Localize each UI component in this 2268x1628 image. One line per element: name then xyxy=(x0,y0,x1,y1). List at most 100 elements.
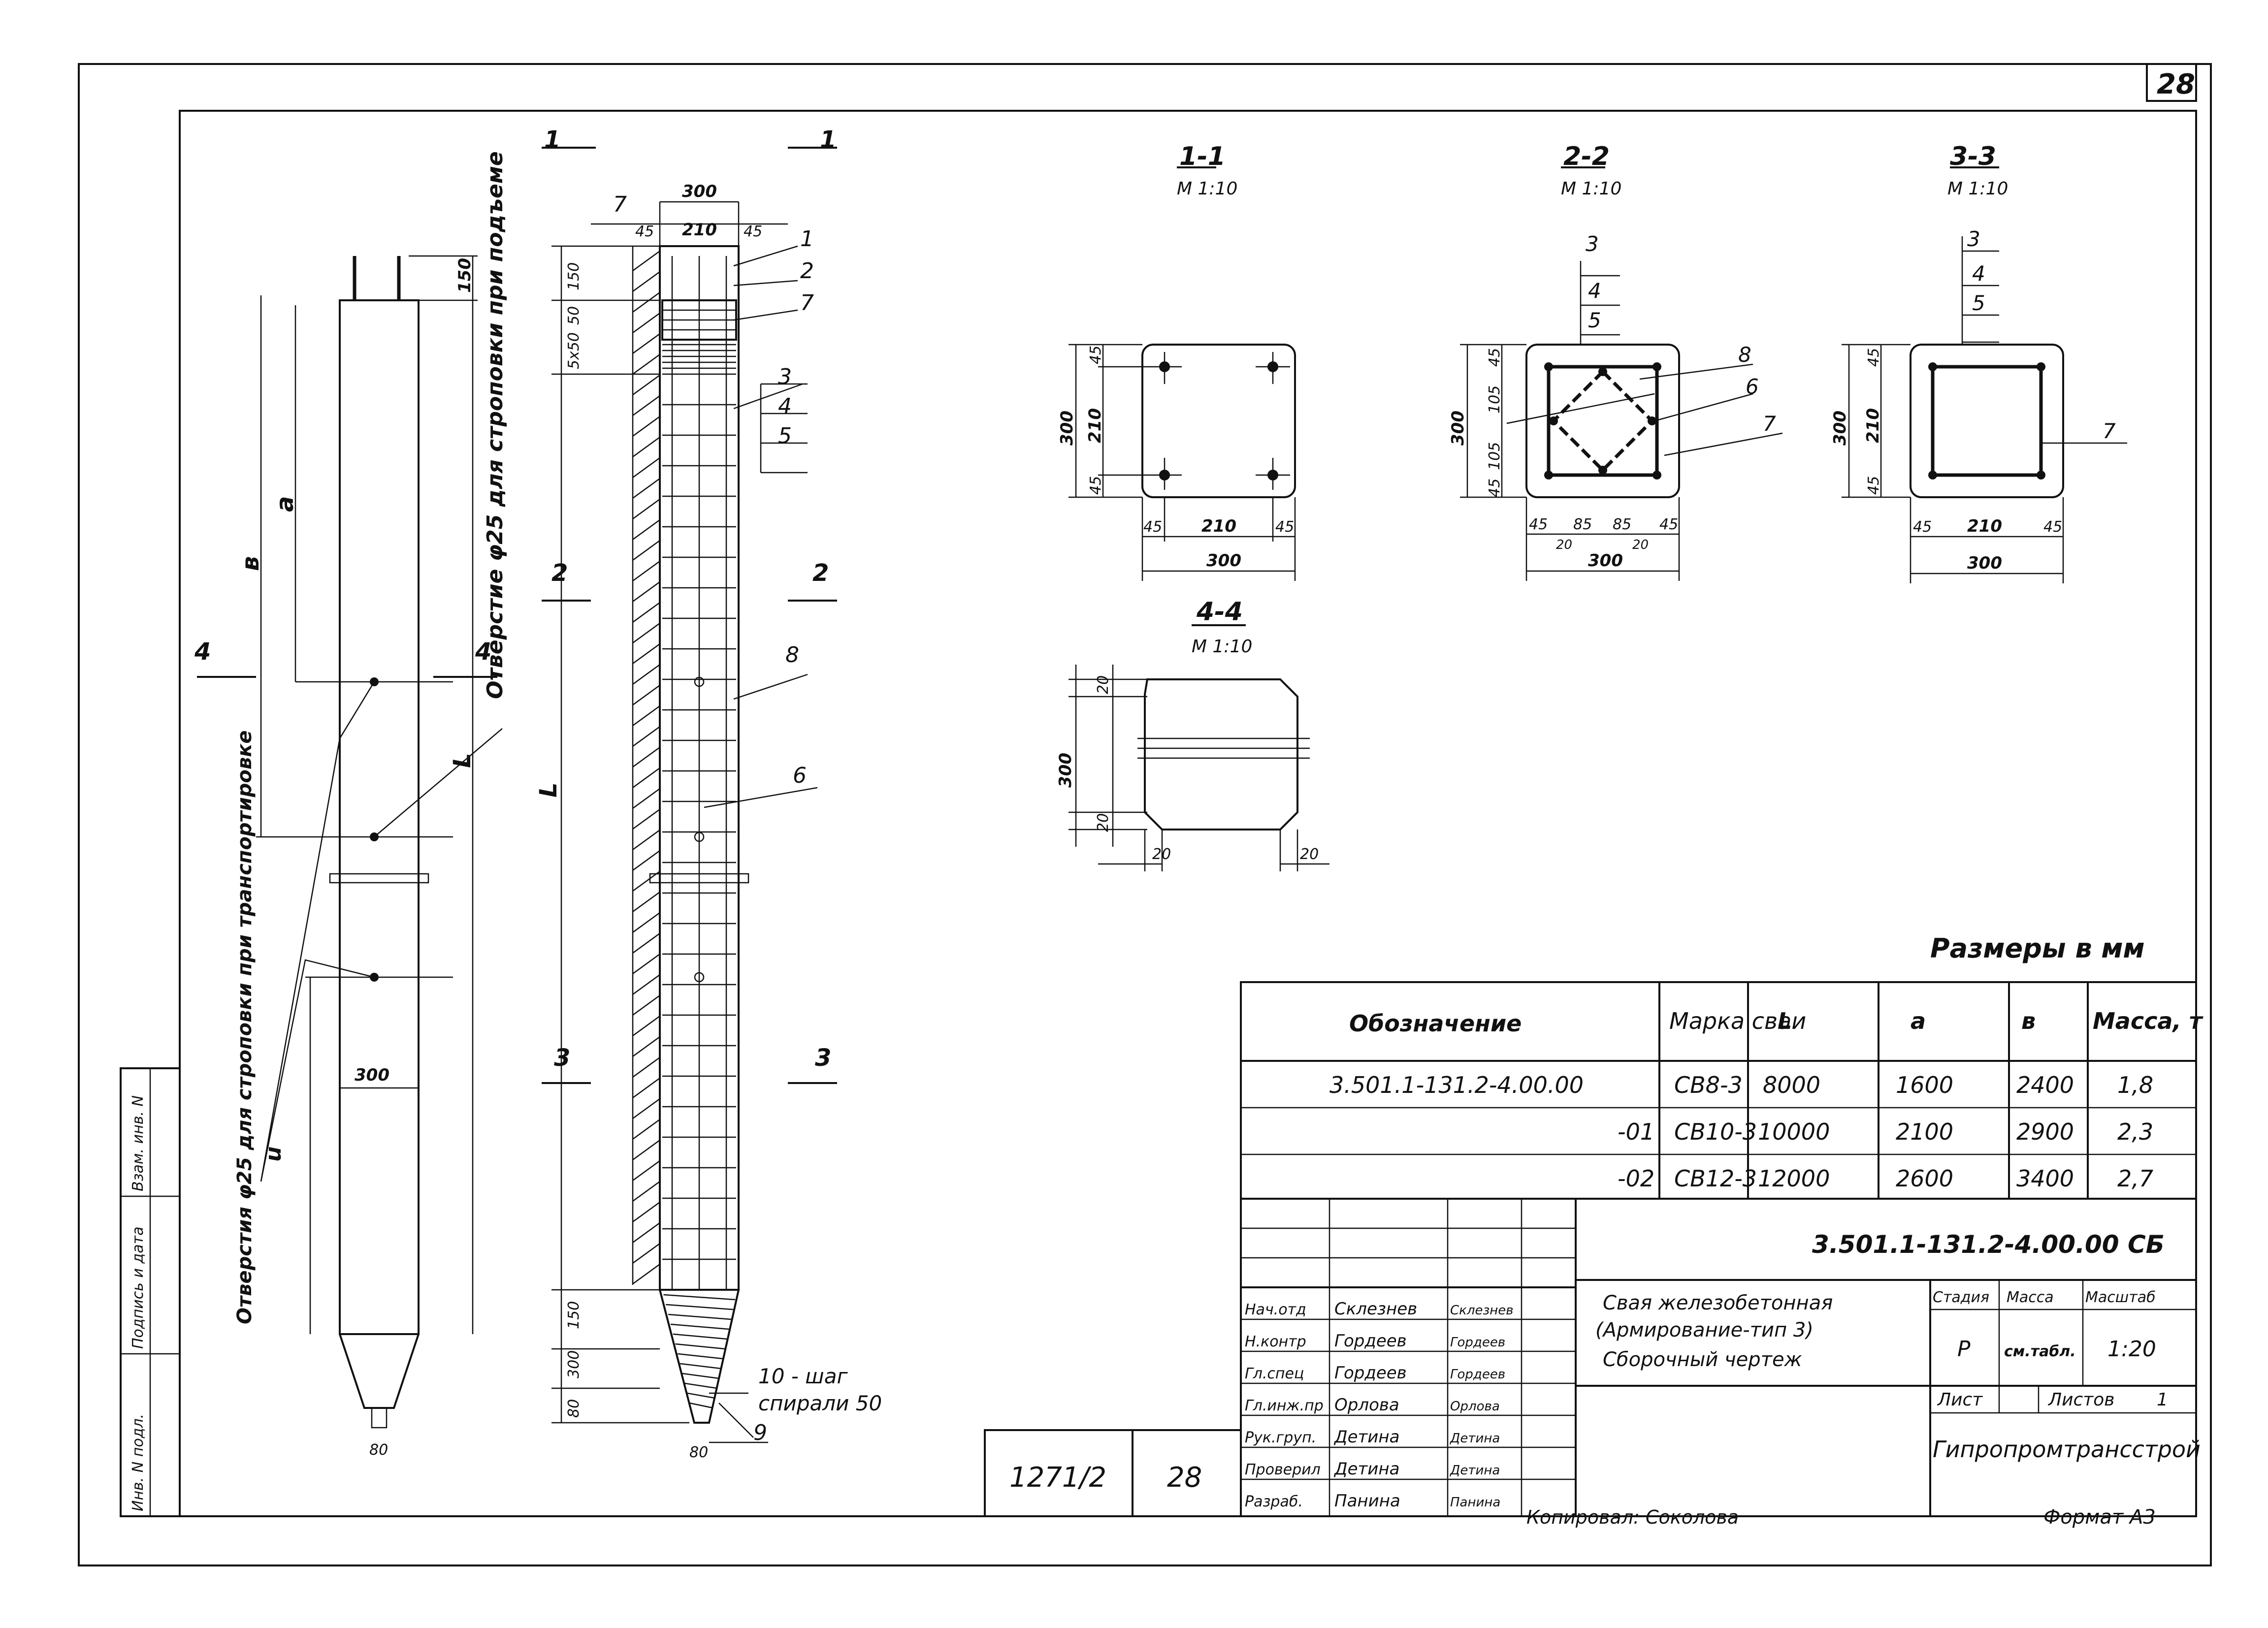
role-title: Разраб. xyxy=(1245,1493,1303,1510)
s44-scale: М 1:10 xyxy=(1192,637,1252,657)
r2-mark: СВ12-3 xyxy=(1674,1165,1757,1192)
s44-d20t: 20 xyxy=(1095,675,1112,694)
hatch-line xyxy=(632,726,660,747)
scale-label: Масштаб xyxy=(2085,1289,2156,1306)
hatch-line xyxy=(632,746,660,768)
hatch-line xyxy=(632,353,660,375)
s11-d300v: 300 xyxy=(1057,411,1077,446)
spiral-turn xyxy=(678,1353,723,1360)
side-vzam: Взам. инв. N xyxy=(130,1095,147,1191)
s33-d300h: 300 xyxy=(1967,553,2002,573)
r0-a: 1600 xyxy=(1896,1072,1953,1098)
organization: Гипропромтрансстрой xyxy=(1933,1436,2201,1463)
pos-7: 7 xyxy=(800,290,814,316)
spiral-turn xyxy=(666,1304,733,1310)
pile-rebar xyxy=(542,147,837,1443)
hatch-line xyxy=(632,643,660,665)
label-holes-transport: Отверстия φ25 для строповки при транспор… xyxy=(233,731,256,1324)
r0-mass: 1,8 xyxy=(2117,1072,2153,1098)
hatch-line xyxy=(632,932,660,954)
role-name: Склезнев xyxy=(1334,1299,1417,1319)
dim-b: в xyxy=(237,556,264,571)
format: Формат А3 xyxy=(2043,1506,2156,1529)
s44-d20r: 20 xyxy=(1300,846,1319,863)
spiral-turn xyxy=(684,1382,717,1389)
s22-p3: 3 xyxy=(1586,232,1599,256)
s11-d210h: 210 xyxy=(1201,516,1236,536)
role-signature: Детина xyxy=(1450,1431,1500,1446)
cut-4-right: 4 xyxy=(475,638,491,666)
r1-designation: -01 xyxy=(1618,1118,1654,1145)
dim-300: 300 xyxy=(355,1065,389,1085)
role-title: Гл.инж.пр xyxy=(1245,1397,1324,1414)
rb-dim-45a: 45 xyxy=(635,223,654,240)
pos-4: 4 xyxy=(778,394,792,419)
s22-d45c: 45 xyxy=(1529,516,1548,533)
dim-tip: 80 xyxy=(369,1441,388,1459)
hatch-line xyxy=(632,1015,660,1037)
s22-d85a: 85 xyxy=(1573,516,1592,533)
s11-d45c: 45 xyxy=(1143,518,1162,536)
hatch-line xyxy=(632,788,660,809)
pos-2: 2 xyxy=(800,258,814,284)
role-name: Детина xyxy=(1333,1459,1399,1479)
role-title: Нач.отд xyxy=(1245,1301,1306,1318)
s22-p4: 4 xyxy=(1588,279,1601,303)
role-title: Гл.спец xyxy=(1245,1365,1304,1382)
s33-p5: 5 xyxy=(1972,291,1985,315)
cut-2-left: 2 xyxy=(551,559,568,587)
dim-L: L xyxy=(449,753,476,768)
hatch-line xyxy=(632,333,660,354)
side-podpis: Подпись и дата xyxy=(130,1227,147,1349)
cut-1-right: 1 xyxy=(820,126,836,154)
spiral xyxy=(663,1294,736,1409)
th-L: L xyxy=(1778,1008,1792,1034)
s22-d45d: 45 xyxy=(1659,516,1678,533)
hatch-line xyxy=(632,271,660,292)
hatch-line xyxy=(632,1160,660,1181)
hatch-line xyxy=(632,705,660,727)
s22-d105b: 105 xyxy=(1486,442,1503,470)
role-signature: Гордеев xyxy=(1450,1367,1505,1382)
r0-designation: 3.501.1-131.2-4.00.00 xyxy=(1329,1072,1584,1098)
hatch-line xyxy=(632,829,660,851)
sheet-number-box xyxy=(2146,63,2197,102)
hatch-line xyxy=(632,664,660,685)
rb-dim-300: 300 xyxy=(682,182,717,201)
spiral-turn xyxy=(673,1333,727,1340)
s11-title: 1-1 xyxy=(1179,142,1226,171)
pos-1: 1 xyxy=(800,226,814,252)
dim-top150: 150 xyxy=(455,258,475,293)
th-a: a xyxy=(1911,1008,1926,1034)
rb-dim-b80: 80 xyxy=(565,1399,583,1418)
dim-u: u xyxy=(261,1147,286,1162)
units-note: Размеры в мм xyxy=(1930,933,2145,964)
s22-p5: 5 xyxy=(1588,308,1601,332)
r1-a: 2100 xyxy=(1896,1118,1953,1145)
album-sheet: 28 xyxy=(1167,1462,1202,1494)
role-title: Рук.груп. xyxy=(1245,1429,1316,1446)
s33-d45b: 45 xyxy=(1865,476,1882,495)
r1-mass: 2,3 xyxy=(2117,1118,2153,1145)
rb-dim-tip80: 80 xyxy=(689,1444,708,1461)
copied-by: Копировал: Соколова xyxy=(1526,1506,1739,1528)
s11-d45a: 45 xyxy=(1087,346,1104,364)
th-mass: Масса, т xyxy=(2093,1008,2203,1034)
role-name: Гордеев xyxy=(1334,1363,1407,1383)
spiral-turn xyxy=(689,1402,713,1409)
dim-a: a xyxy=(271,496,299,512)
rb-dim-45b: 45 xyxy=(744,223,762,240)
r1-L: 10000 xyxy=(1758,1118,1830,1145)
s11-d210v: 210 xyxy=(1085,408,1105,443)
title-line-2: (Армирование-тип 3) xyxy=(1595,1319,1814,1341)
title-block xyxy=(984,1198,2197,1517)
hatch-line xyxy=(632,1098,660,1119)
s22-d45: 45 xyxy=(1486,348,1503,367)
role-name: Орлова xyxy=(1334,1395,1399,1415)
cut-2-right: 2 xyxy=(812,559,829,587)
outer-border xyxy=(78,63,2212,1566)
hatch-line xyxy=(632,312,660,334)
r1-mark: СВ10-3 xyxy=(1674,1118,1757,1145)
s33-d45d: 45 xyxy=(2043,518,2062,536)
